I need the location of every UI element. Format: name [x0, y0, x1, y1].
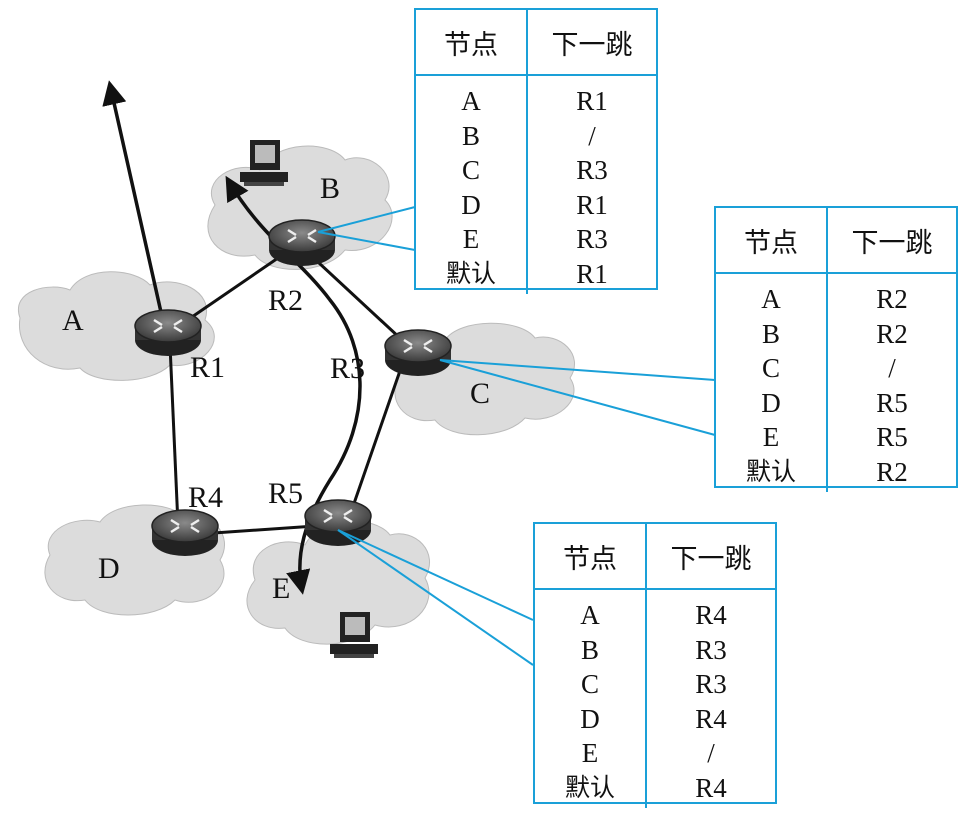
table-cell: R4	[695, 703, 727, 734]
header-node: 节点	[744, 227, 798, 259]
node-column: A B C D E 默认	[416, 76, 526, 294]
link-r1-r4	[168, 344, 180, 526]
router-r5-icon	[304, 499, 372, 546]
next-hop-column: R4 R3 R3 R4 / R4	[645, 590, 775, 808]
table-cell: C	[761, 353, 780, 383]
table-cell: 默认	[445, 258, 496, 288]
router-r4-icon	[151, 509, 219, 556]
table-cell: /	[888, 353, 896, 383]
network-label-d: D	[98, 552, 120, 585]
table-cell: R3	[576, 155, 608, 185]
table-cell: R1	[576, 86, 608, 116]
table-cell: E	[462, 224, 480, 254]
route-r1-to-internet	[102, 80, 167, 331]
network-label-c: C	[470, 377, 490, 410]
table-cell: /	[588, 120, 596, 151]
node-column: A B C D E 默认	[535, 590, 645, 808]
table-cell: R3	[695, 669, 727, 699]
router-label-r1: R1	[190, 351, 225, 384]
table-cell: R5	[876, 387, 908, 418]
routing-table-r3: 节点 下一跳 A B C D E 默认 R2 R2 / R5 R5 R2	[714, 206, 958, 492]
table-cell: B	[461, 120, 480, 151]
table-cell: A	[461, 86, 481, 116]
table-cell: R1	[576, 189, 608, 220]
table-cell: C	[580, 669, 599, 699]
table-cell: D	[461, 189, 481, 220]
network-label-b: B	[320, 172, 340, 205]
header-next-hop: 下一跳	[826, 208, 956, 272]
computer-icon-b	[240, 140, 288, 186]
table-cell: A	[580, 600, 600, 630]
link-r3-r5	[348, 364, 404, 516]
table-cell: R3	[695, 634, 727, 665]
table-cell: E	[581, 738, 599, 768]
header-node: 节点	[444, 29, 498, 61]
router-label-r5: R5	[268, 477, 303, 510]
table-cell: R4	[695, 600, 727, 630]
router-label-r2: R2	[268, 284, 303, 317]
table-cell: C	[461, 155, 480, 185]
header-next-hop: 下一跳	[645, 524, 775, 588]
next-hop-column: R1 / R3 R1 R3 R1	[526, 76, 656, 294]
table-cell: B	[580, 634, 599, 665]
table-cell: A	[761, 284, 781, 314]
table-cell: E	[762, 422, 780, 452]
router-label-r4: R4	[188, 481, 223, 514]
computer-icon-e	[330, 612, 378, 658]
table-cell: 默认	[745, 456, 796, 486]
table-cell: D	[580, 703, 600, 734]
table-cell: /	[707, 738, 715, 768]
network-label-e: E	[272, 572, 290, 605]
router-r2-icon	[268, 219, 336, 266]
router-label-r3: R3	[330, 352, 365, 385]
table-cell: B	[761, 318, 780, 349]
routing-table-r2: 节点 下一跳 A B C D E 默认 R1 / R3 R1 R3 R1	[414, 8, 658, 294]
table-header: 节点 下一跳	[416, 10, 656, 76]
routing-table-r5: 节点 下一跳 A B C D E 默认 R4 R3 R3 R4 / R4	[533, 522, 777, 808]
header-next-hop: 下一跳	[526, 10, 656, 74]
next-hop-column: R2 R2 / R5 R5 R2	[826, 274, 956, 492]
table-leaders	[317, 206, 716, 666]
table-header: 节点 下一跳	[535, 524, 775, 590]
network-label-a: A	[62, 304, 84, 337]
header-node: 节点	[563, 543, 617, 575]
table-cell: R4	[695, 772, 727, 803]
table-cell: D	[761, 387, 781, 418]
table-cell: R1	[576, 258, 608, 289]
node-column: A B C D E 默认	[716, 274, 826, 492]
table-header: 节点 下一跳	[716, 208, 956, 274]
table-cell: R3	[576, 224, 608, 254]
table-cell: R2	[876, 318, 908, 349]
table-cell: 默认	[564, 772, 615, 802]
router-r1-icon	[134, 309, 202, 356]
router-r3-icon	[384, 329, 452, 376]
table-cell: R2	[876, 456, 908, 487]
table-cell: R5	[876, 422, 908, 452]
table-cell: R2	[876, 284, 908, 314]
